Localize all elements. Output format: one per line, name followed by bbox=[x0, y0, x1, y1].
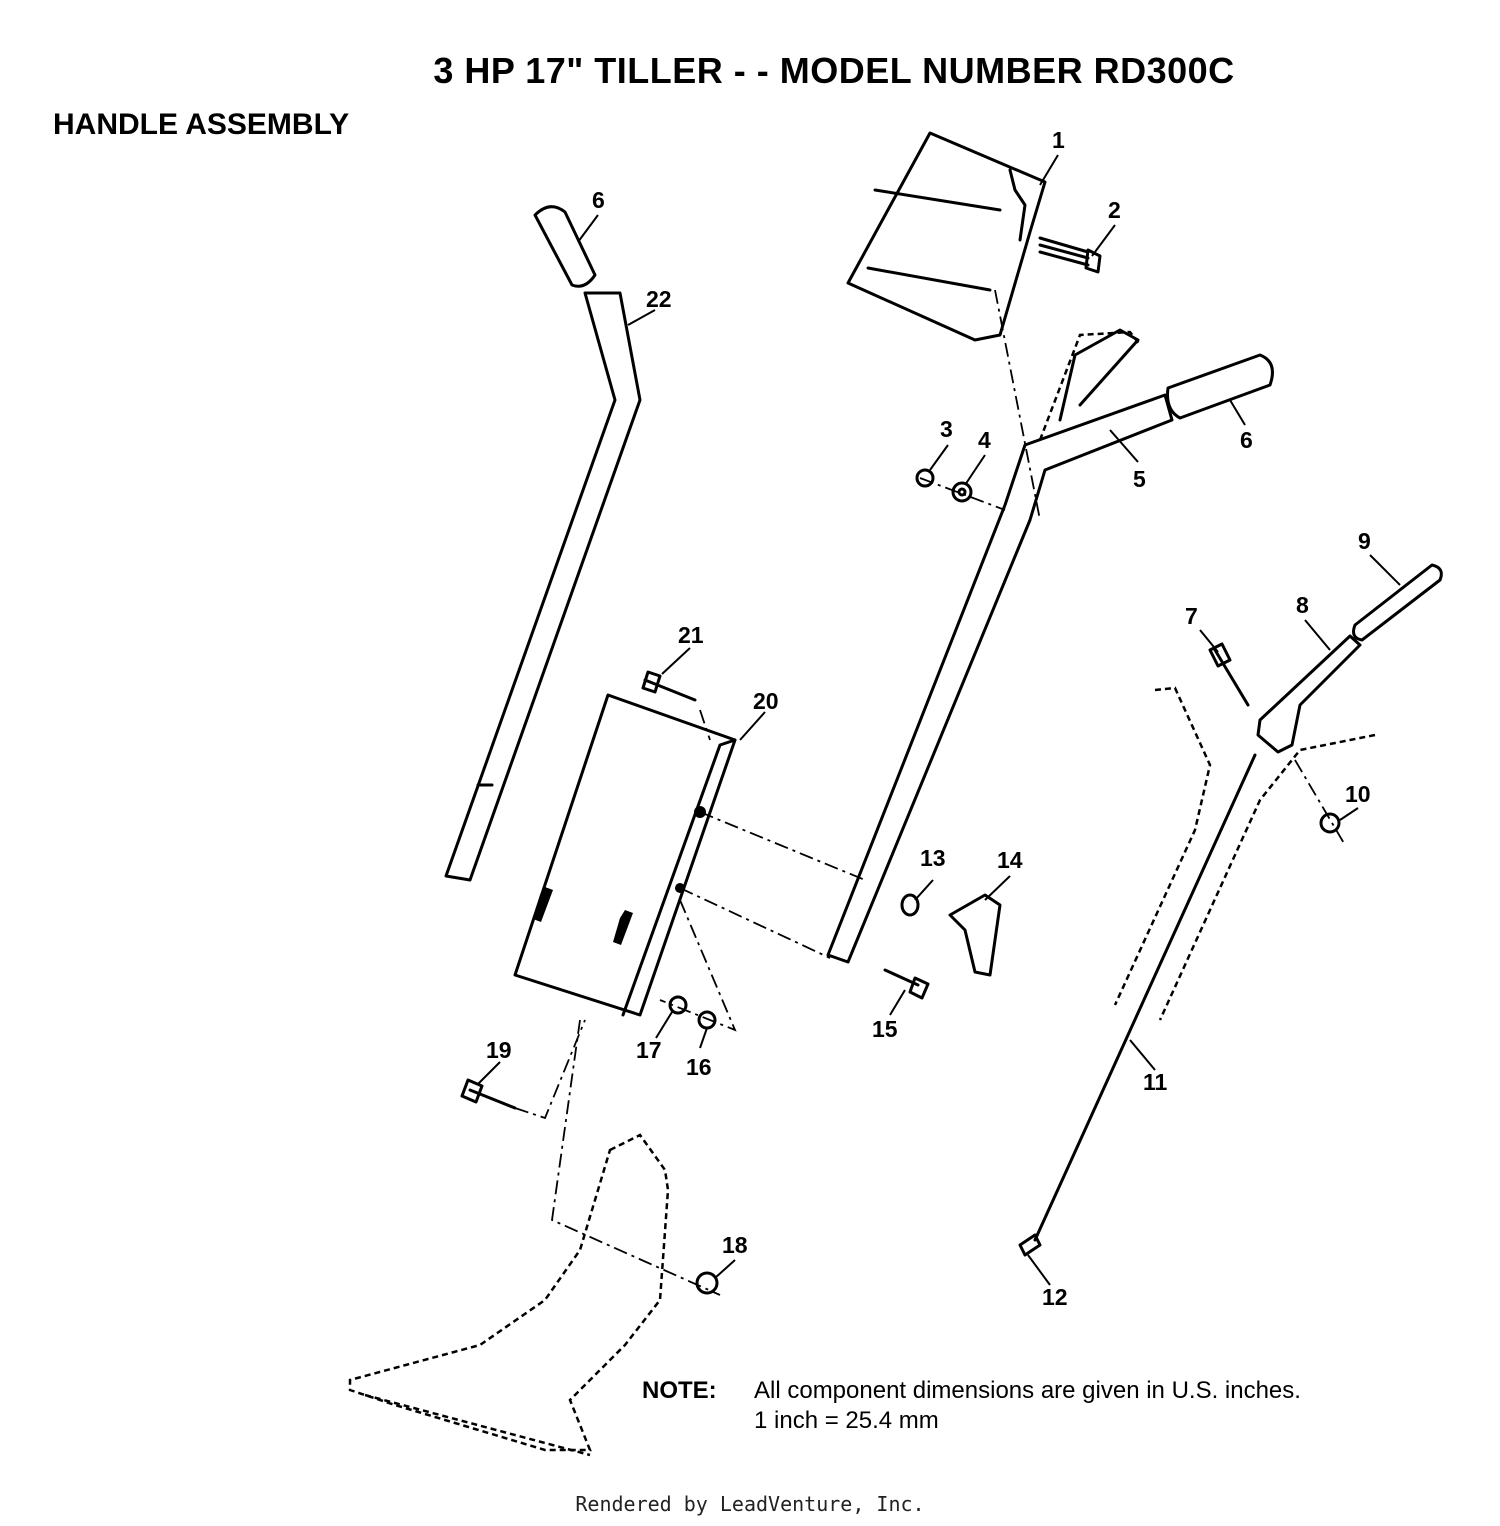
part-1-shield[interactable] bbox=[846, 131, 1047, 342]
part-22-left-handle-tube[interactable] bbox=[444, 291, 642, 882]
page-title: 3 HP 17" TILLER - - MODEL NUMBER RD300C bbox=[433, 50, 1235, 91]
callout-13: 13 bbox=[920, 845, 946, 871]
callout-16: 16 bbox=[686, 1054, 712, 1080]
part-4-washer[interactable] bbox=[951, 481, 973, 503]
part-6-grip-right[interactable] bbox=[1166, 353, 1274, 420]
part-13-washer[interactable] bbox=[900, 893, 920, 917]
part-9-grip[interactable] bbox=[1352, 563, 1443, 642]
callout-17: 17 bbox=[636, 1037, 662, 1063]
callout-11: 11 bbox=[1143, 1069, 1168, 1095]
callout-15: 15 bbox=[872, 1016, 898, 1042]
callout-6-right: 6 bbox=[1240, 427, 1253, 453]
callout-8: 8 bbox=[1296, 592, 1309, 618]
callout-14: 14 bbox=[997, 847, 1023, 873]
callout-2: 2 bbox=[1108, 197, 1121, 223]
callout-10: 10 bbox=[1345, 781, 1371, 807]
callout-6-left: 6 bbox=[592, 187, 605, 213]
section-title: HANDLE ASSEMBLY bbox=[53, 108, 350, 141]
callout-12: 12 bbox=[1042, 1284, 1068, 1310]
callout-5: 5 bbox=[1133, 466, 1146, 492]
note-label: NOTE: bbox=[642, 1377, 717, 1404]
callout-labels: 1 2 3 4 5 6 6 7 8 9 10 11 12 13 14 15 16… bbox=[486, 127, 1371, 1310]
callout-21: 21 bbox=[678, 622, 704, 648]
part-17-nut[interactable] bbox=[668, 995, 688, 1015]
part-19-bolt[interactable] bbox=[460, 1078, 517, 1110]
part-2-bolt[interactable] bbox=[1038, 236, 1102, 274]
callout-18: 18 bbox=[722, 1232, 748, 1258]
callout-4: 4 bbox=[978, 427, 991, 453]
dimensions-note: NOTE: All component dimensions are given … bbox=[642, 1377, 1301, 1435]
part-3-nut[interactable] bbox=[915, 468, 935, 488]
part-8-lever[interactable] bbox=[1256, 634, 1362, 754]
tiller-frame-phantom bbox=[348, 1133, 670, 1457]
callout-7: 7 bbox=[1185, 603, 1198, 629]
callout-19: 19 bbox=[486, 1037, 512, 1063]
callout-3: 3 bbox=[940, 416, 953, 442]
callout-pointers bbox=[477, 154, 1401, 1286]
part-21-bolt[interactable] bbox=[641, 670, 697, 702]
part-16-washer[interactable] bbox=[697, 1010, 717, 1030]
footer-credit: Rendered by LeadVenture, Inc. bbox=[575, 1492, 925, 1516]
callout-1: 1 bbox=[1052, 127, 1065, 153]
part-12-spring-end[interactable] bbox=[1018, 1233, 1042, 1257]
note-line-2: 1 inch = 25.4 mm bbox=[754, 1407, 939, 1434]
part-20-bracket-plate[interactable] bbox=[513, 693, 737, 1017]
callout-9: 9 bbox=[1358, 528, 1371, 554]
part-15-bolt[interactable] bbox=[883, 968, 930, 1000]
part-18-nut[interactable] bbox=[695, 1271, 719, 1295]
part-11-control-rod[interactable] bbox=[1033, 686, 1376, 1242]
note-line-1: All component dimensions are given in U.… bbox=[754, 1377, 1301, 1404]
part-10-nut[interactable] bbox=[1319, 812, 1341, 834]
assembly-leader-lines bbox=[514, 289, 1346, 1296]
callout-20: 20 bbox=[753, 688, 779, 714]
part-6-grip-left[interactable] bbox=[533, 205, 597, 288]
part-7-bolt[interactable] bbox=[1208, 642, 1250, 707]
part-14-knob[interactable] bbox=[948, 893, 1002, 977]
callout-22: 22 bbox=[646, 286, 672, 312]
